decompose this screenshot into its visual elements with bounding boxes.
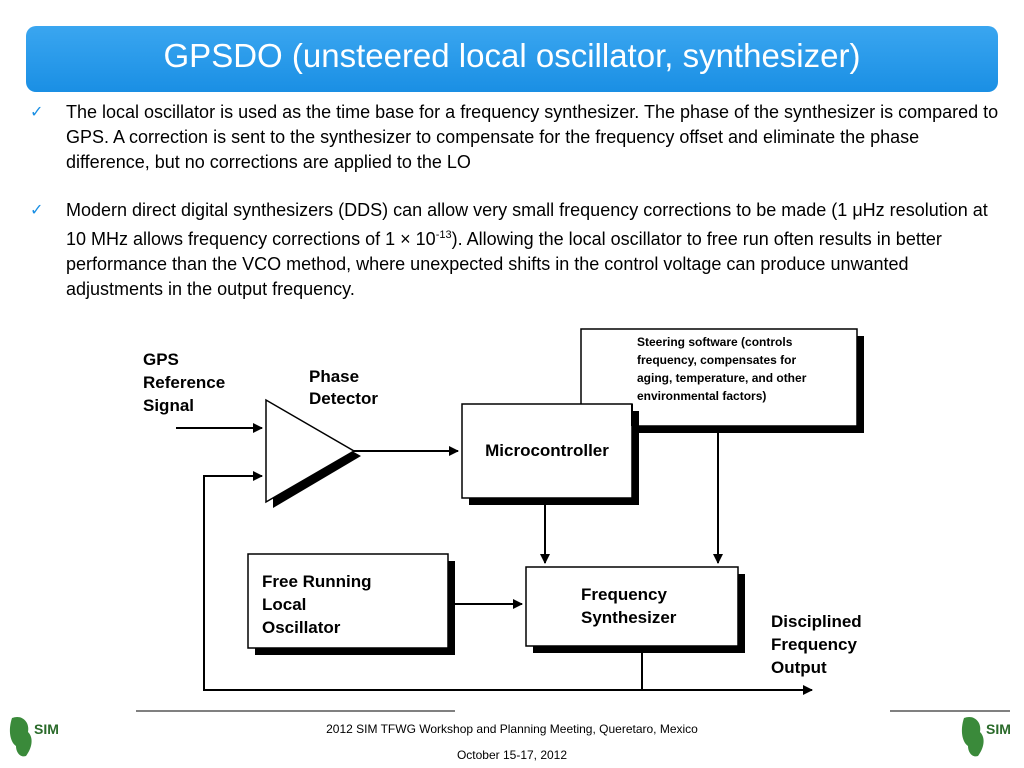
- bullet-text: The local oscillator is used as the time…: [66, 102, 999, 172]
- microcontroller-label: Microcontroller: [485, 441, 609, 460]
- footer-event: 2012 SIM TFWG Workshop and Planning Meet…: [326, 722, 698, 736]
- sim-logo-left: SIM: [9, 716, 59, 757]
- bullet-list: ✓ The local oscillator is used as the ti…: [30, 100, 1000, 302]
- bullet-text-part: Modern direct digital synthesizers (DDS)…: [66, 200, 988, 249]
- bullet-item: ✓ Modern direct digital synthesizers (DD…: [30, 198, 1000, 302]
- svg-text:SIM: SIM: [34, 721, 59, 737]
- svg-text:SIM: SIM: [986, 721, 1011, 737]
- phase-detector-label: Phase Detector: [309, 367, 378, 408]
- exponent: -13: [435, 229, 452, 241]
- local-oscillator-box: Free Running Local Oscillator: [247, 553, 455, 655]
- steering-software-label: Steering software (controls frequency, c…: [637, 335, 810, 403]
- synthesizer-label: Frequency Synthesizer: [581, 585, 677, 627]
- synth-output-feedback-line: [203, 471, 643, 691]
- gps-reference-label: GPS Reference Signal: [143, 350, 230, 415]
- frequency-synthesizer-box: Frequency Synthesizer: [525, 566, 745, 653]
- footer-date: October 15-17, 2012: [456, 748, 568, 762]
- bullet-item: ✓ The local oscillator is used as the ti…: [30, 100, 1000, 175]
- sim-logo-right: SIM: [961, 716, 1011, 757]
- bullet-text: Modern direct digital synthesizers (DDS)…: [66, 200, 988, 299]
- bullet-text-part: ). Allowing the local oscillator to free…: [66, 229, 942, 299]
- disciplined-output-label: Disciplined Frequency Output: [771, 612, 866, 677]
- slide-title: GPSDO (unsteered local oscillator, synth…: [163, 37, 861, 74]
- oscillator-label: Free Running Local Oscillator: [262, 572, 376, 637]
- checkmark-icon: ✓: [30, 202, 44, 219]
- microcontroller-box: Microcontroller: [461, 403, 639, 505]
- phase-detector-amplifier: [265, 398, 361, 508]
- title-bar: [26, 26, 998, 92]
- checkmark-icon: ✓: [30, 104, 44, 121]
- steering-software-box: Steering software (controls frequency, c…: [580, 328, 864, 433]
